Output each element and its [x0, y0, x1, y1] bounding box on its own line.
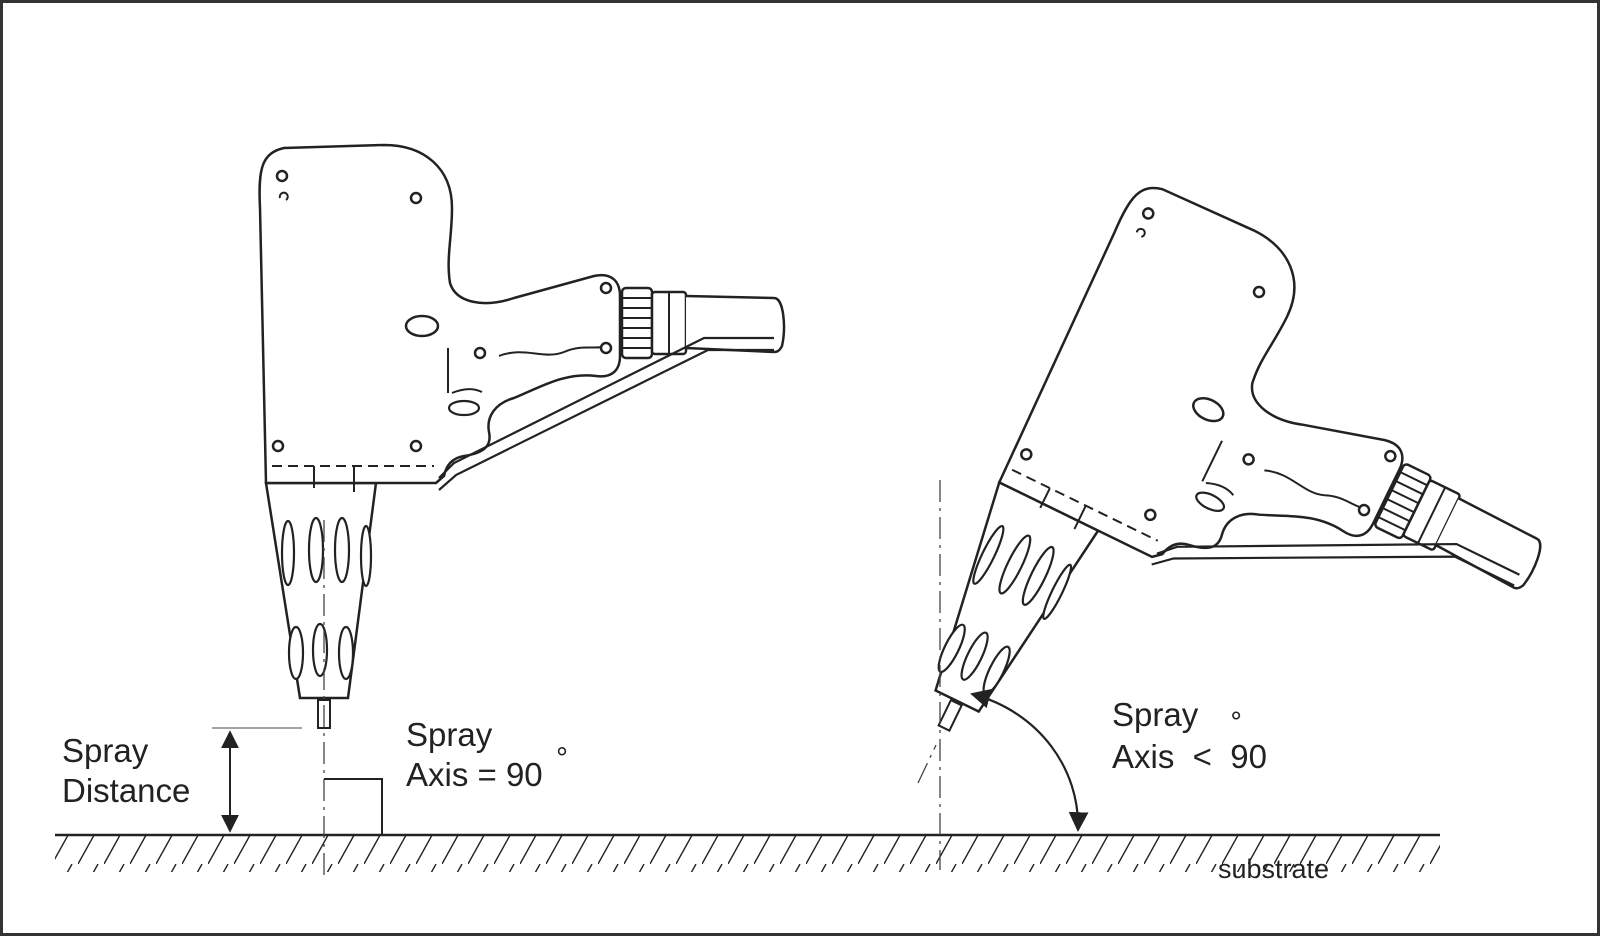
- spray-axis-less-line1: Spray: [1112, 696, 1199, 733]
- spray-axis-90-line2: Axis = 90: [406, 756, 543, 793]
- spray-axis-less-line2: Axis < 90: [1112, 738, 1267, 775]
- degree-symbol-small: ∘: [1228, 700, 1244, 730]
- right-angle-mark: [324, 778, 383, 835]
- dimension-arrow-icon: [212, 727, 302, 833]
- spray-distance-line1: Spray: [62, 732, 149, 769]
- spray-axis-line-tilted: [917, 744, 937, 784]
- degree-symbol: °: [556, 742, 568, 775]
- spray-distance-line2: Distance: [62, 772, 190, 809]
- substrate: [55, 833, 1440, 872]
- spray-axis-90-line1: Spray: [406, 716, 493, 753]
- spray-axis-less-90-label: Spray ∘ Axis < 90: [1112, 696, 1267, 775]
- substrate-label: substrate: [1218, 854, 1329, 884]
- angle-arc-icon: [970, 689, 1089, 832]
- spray-distance-label: Spray Distance: [62, 732, 190, 809]
- spray-axis-90-label: Spray Axis = 90 °: [406, 716, 568, 793]
